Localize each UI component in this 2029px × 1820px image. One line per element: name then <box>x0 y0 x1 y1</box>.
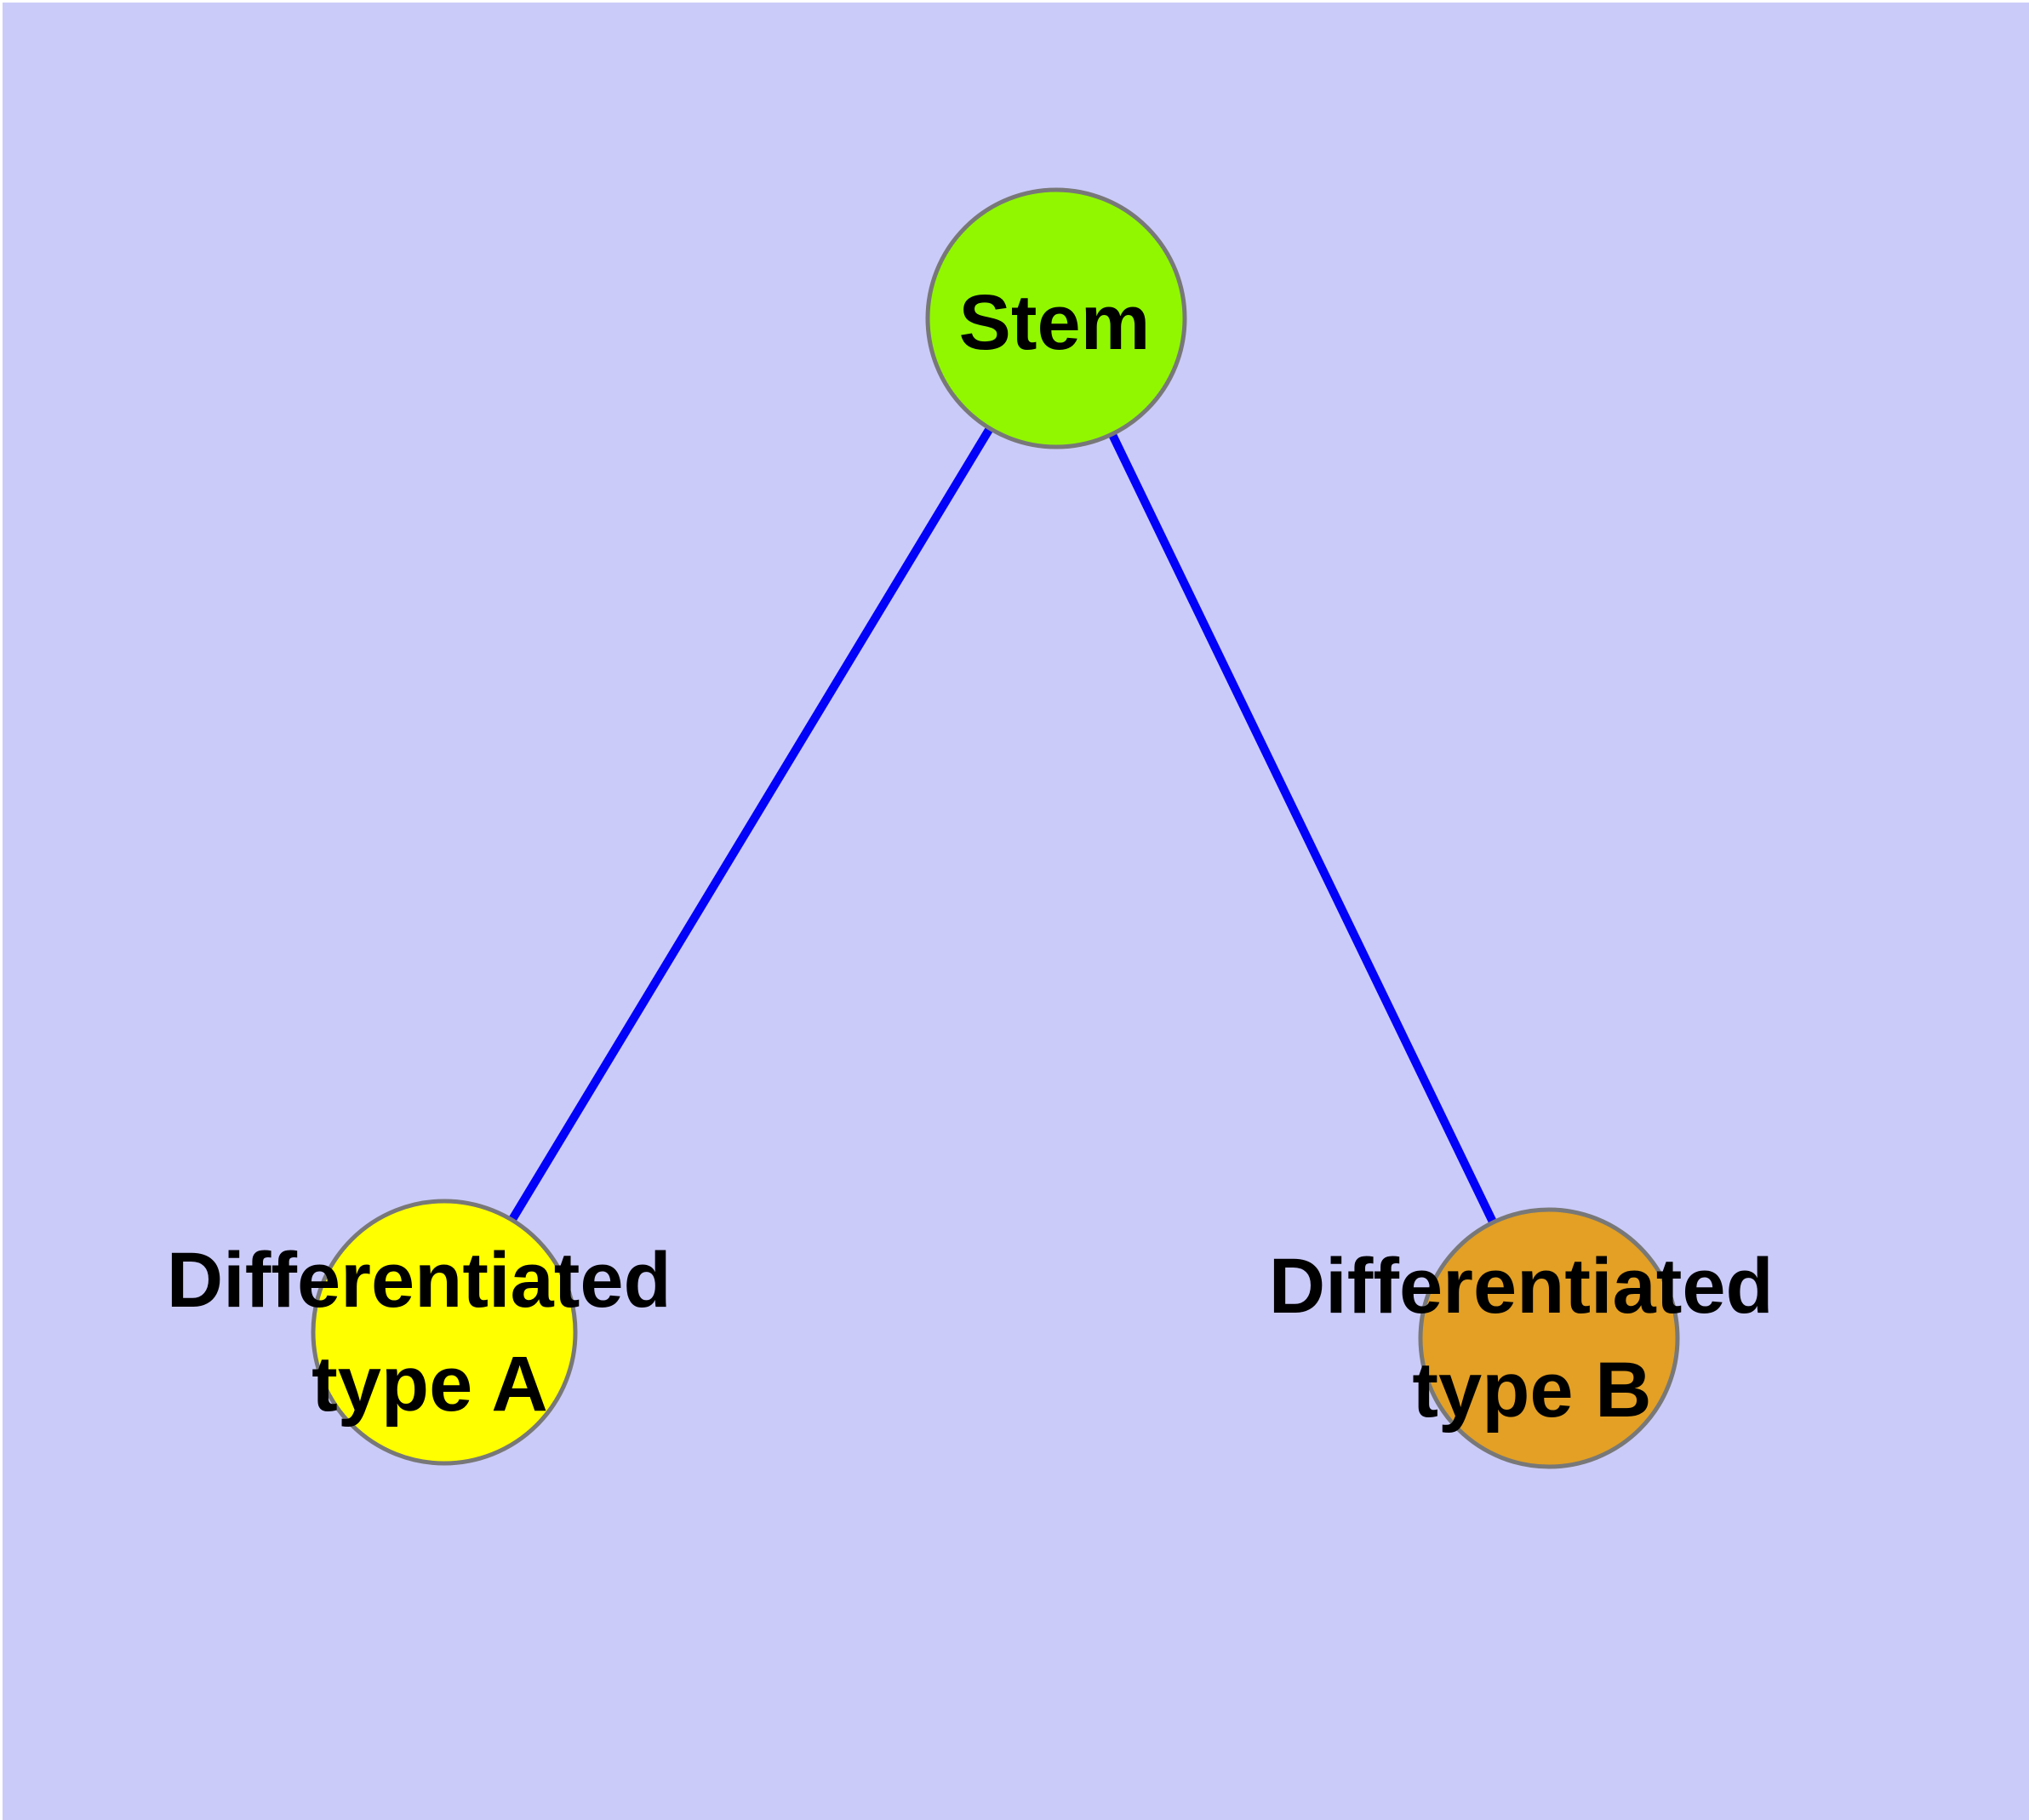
node-differentiated-type-b <box>1418 1207 1680 1469</box>
node-label-differentiated-type-b: Differentiated type B <box>1269 1243 1796 1434</box>
node-label-differentiated-type-a-line2: type A <box>311 1341 548 1428</box>
node-stem <box>925 187 1187 449</box>
edge-stem-to-type-b <box>1052 314 1553 1342</box>
node-label-differentiated-type-a-line1: Differentiated <box>167 1237 672 1324</box>
node-label-stem: Stem <box>959 279 1151 366</box>
node-label-differentiated-type-b-line2: type B <box>1412 1347 1651 1434</box>
node-differentiated-type-a <box>311 1199 578 1466</box>
edge-stem-to-type-a <box>440 314 1060 1336</box>
node-label-differentiated-type-b-line1: Differentiated <box>1269 1243 1774 1330</box>
node-label-differentiated-type-a: Differentiated type A <box>167 1237 694 1428</box>
